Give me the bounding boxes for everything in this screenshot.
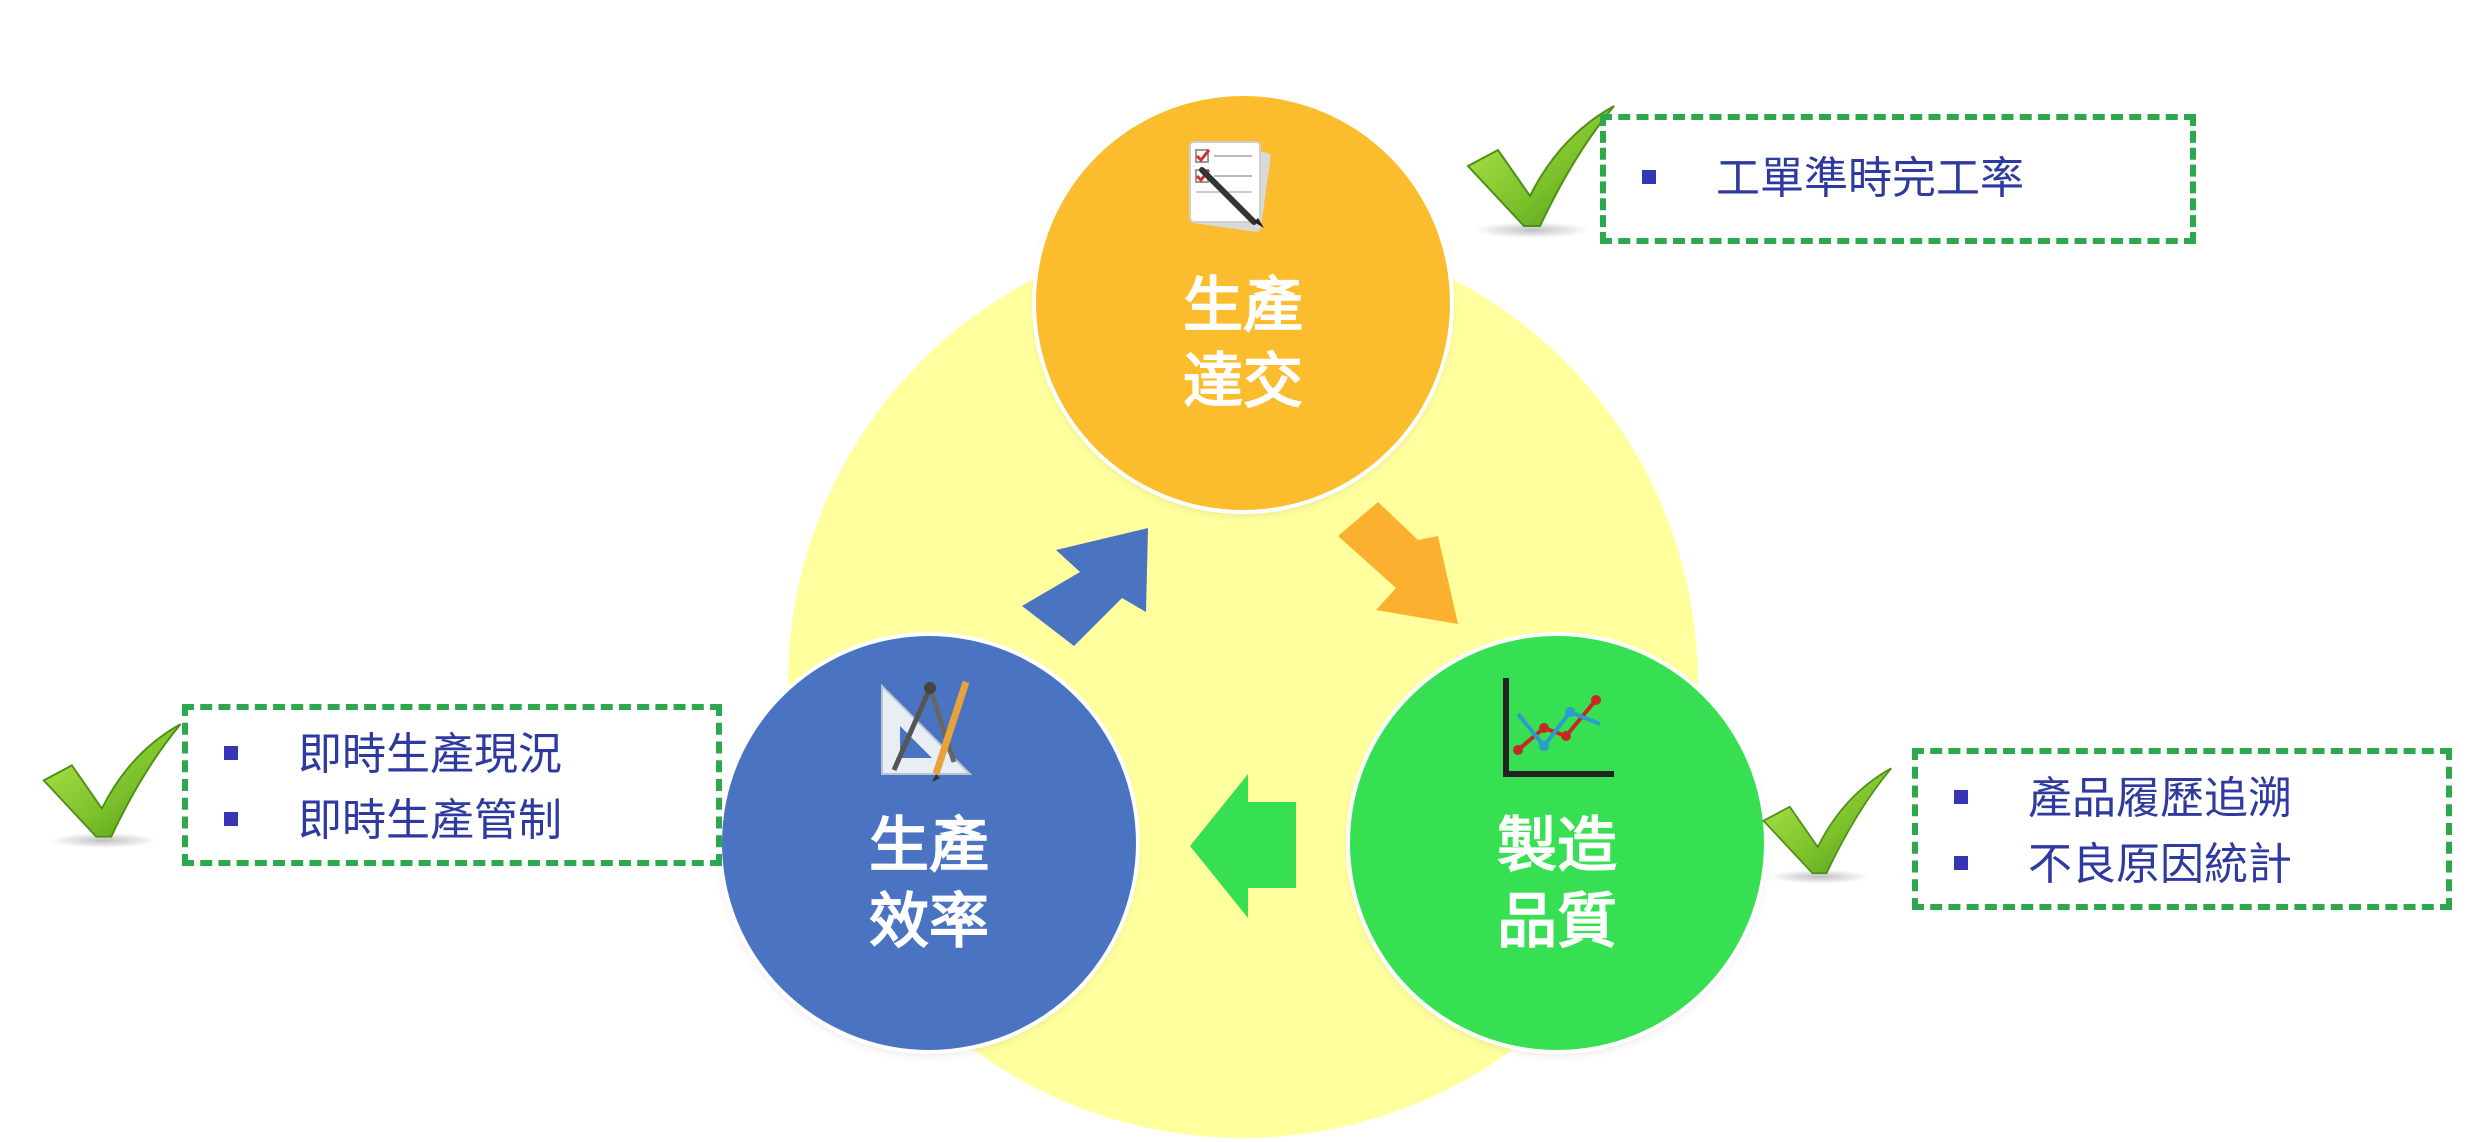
box-delivery-item: 工單準時完工率 (1606, 146, 2190, 212)
bullet-icon (1954, 790, 1968, 804)
node-quality-title: 製造 品質 (1497, 811, 1617, 957)
checklist-icon (1189, 141, 1271, 232)
box-efficiency: 即時生產現況 即時生產管制 (182, 704, 722, 866)
arrow-delivery-to-quality (1338, 502, 1458, 624)
box-delivery: 工單準時完工率 (1600, 114, 2196, 244)
node-delivery: 生產 達交 (1036, 96, 1450, 510)
drafting-tools-icon (881, 680, 973, 782)
bullet-icon (1954, 856, 1968, 870)
box-quality-item-1: 產品履歷追溯 (1918, 766, 2446, 832)
box-efficiency-item-2: 即時生產管制 (188, 788, 716, 854)
arrow-quality-to-efficiency (1190, 774, 1296, 918)
bullet-icon (224, 746, 238, 760)
node-delivery-title: 生產 達交 (1183, 271, 1303, 417)
node-efficiency: 生產 效率 (722, 636, 1136, 1050)
node-quality: 製造 品質 (1350, 636, 1764, 1050)
bullet-icon (1642, 170, 1656, 184)
checkmark-quality-icon (1762, 767, 1892, 884)
checkmark-efficiency-icon (42, 723, 182, 848)
bullet-icon (224, 812, 238, 826)
box-quality-item-2: 不良原因統計 (1918, 832, 2446, 898)
node-efficiency-title: 生產 效率 (869, 811, 989, 957)
checkmark-delivery-icon (1466, 105, 1615, 238)
box-efficiency-item-1: 即時生產現況 (188, 722, 716, 788)
box-quality: 產品履歷追溯 不良原因統計 (1912, 748, 2452, 910)
line-chart-icon (1503, 678, 1614, 777)
arrow-efficiency-to-delivery (1022, 528, 1148, 646)
